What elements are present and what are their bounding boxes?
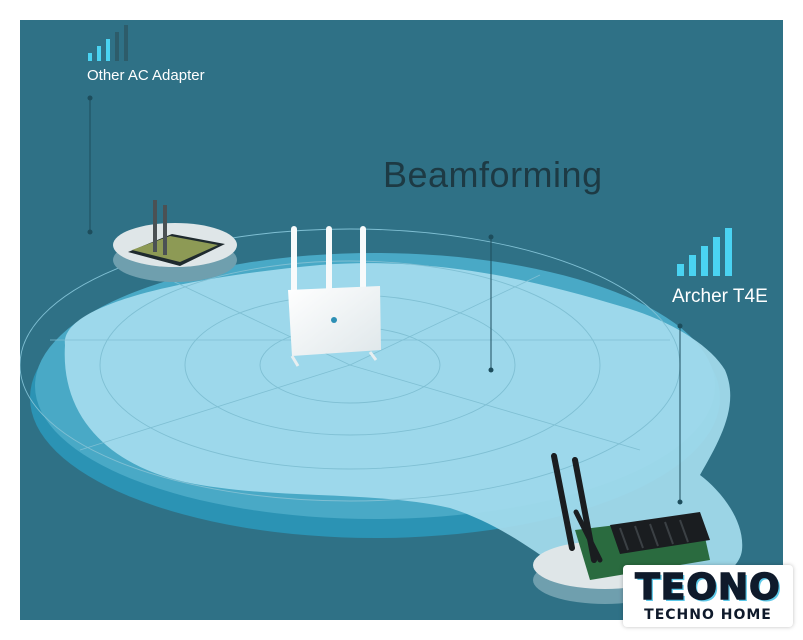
- other-adapter-signal-icon: [88, 25, 128, 61]
- brand-logo: TEONO TECHNO HOME: [623, 565, 793, 627]
- signal-bar: [677, 264, 684, 276]
- signal-bar: [713, 237, 720, 276]
- leader-lines: [89, 98, 681, 502]
- router-device: [288, 226, 381, 367]
- signal-bar: [88, 53, 92, 61]
- signal-bar: [725, 228, 732, 276]
- coverage-area: [64, 263, 743, 596]
- archer-signal-icon: [677, 228, 732, 276]
- beamforming-illustration: [20, 25, 743, 604]
- brand-tagline: TECHNO HOME: [644, 607, 772, 623]
- other-adapter-device: [113, 200, 237, 282]
- signal-bar: [115, 32, 119, 61]
- archer-label: Archer T4E: [672, 286, 768, 307]
- signal-bar: [689, 255, 696, 276]
- signal-bar: [124, 25, 128, 61]
- leader-dots: [87, 95, 683, 505]
- brand-name: TEONO: [635, 566, 781, 609]
- signal-bar: [106, 39, 110, 61]
- signal-bar: [701, 246, 708, 276]
- diagram-scene: Beamforming Other AC Adapter Archer T4E: [20, 20, 783, 620]
- other-adapter-label: Other AC Adapter: [87, 67, 205, 84]
- diagram-title: Beamforming: [383, 154, 603, 195]
- signal-bar: [97, 46, 101, 61]
